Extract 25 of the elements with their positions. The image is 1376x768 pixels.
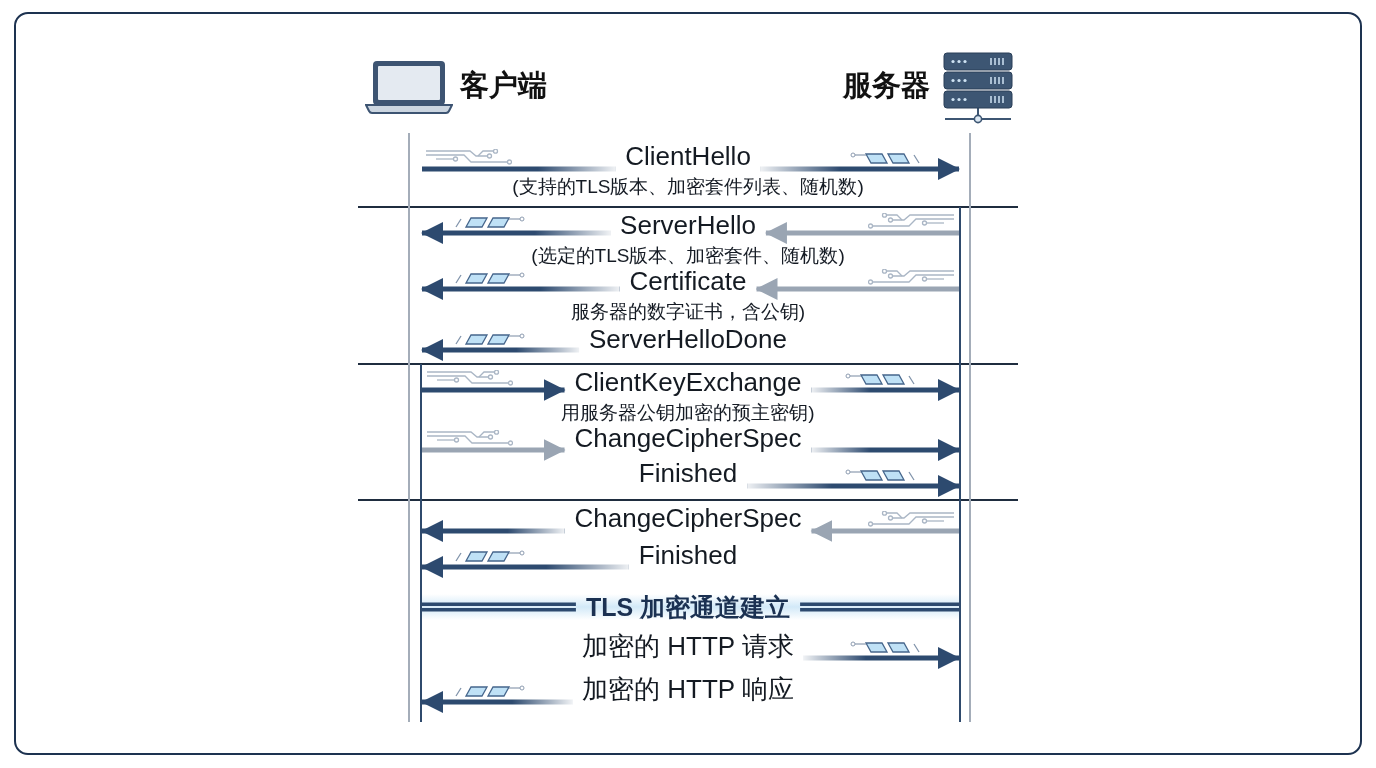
message-label: ChangeCipherSpec [564, 503, 812, 533]
message-detail: 服务器的数字证书，含公钥) [570, 301, 806, 323]
message-label: ClientKeyExchange [564, 367, 812, 397]
arrow [810, 520, 959, 542]
message-label: ClientHello [615, 141, 761, 171]
message-label: Certificate [619, 266, 757, 296]
arrow [422, 379, 566, 401]
status-banner-text: TLS 加密通道建立 [575, 592, 801, 622]
participant-title: 客户端 [460, 68, 547, 102]
message-label: Finished [628, 458, 748, 488]
double-line [422, 602, 576, 612]
message-label: 加密的 HTTP 响应 [572, 674, 804, 704]
double-line [800, 602, 959, 612]
arrow [755, 278, 959, 300]
arrow [764, 222, 959, 244]
message-label: ChangeCipherSpec [564, 423, 812, 453]
message-detail: (选定的TLS版本、加密套件、随机数) [531, 245, 845, 267]
message-label: ServerHelloDone [579, 324, 797, 354]
message-label: ServerHello [610, 210, 766, 240]
message-label: 加密的 HTTP 请求 [572, 631, 804, 661]
participant-title: 服务器 [843, 68, 930, 102]
arrow [422, 439, 566, 461]
message-label: Finished [628, 540, 748, 570]
message-detail: (支持的TLS版本、加密套件列表、随机数) [512, 176, 864, 198]
message-detail: 用服务器公钥加密的预主密钥) [561, 402, 815, 424]
